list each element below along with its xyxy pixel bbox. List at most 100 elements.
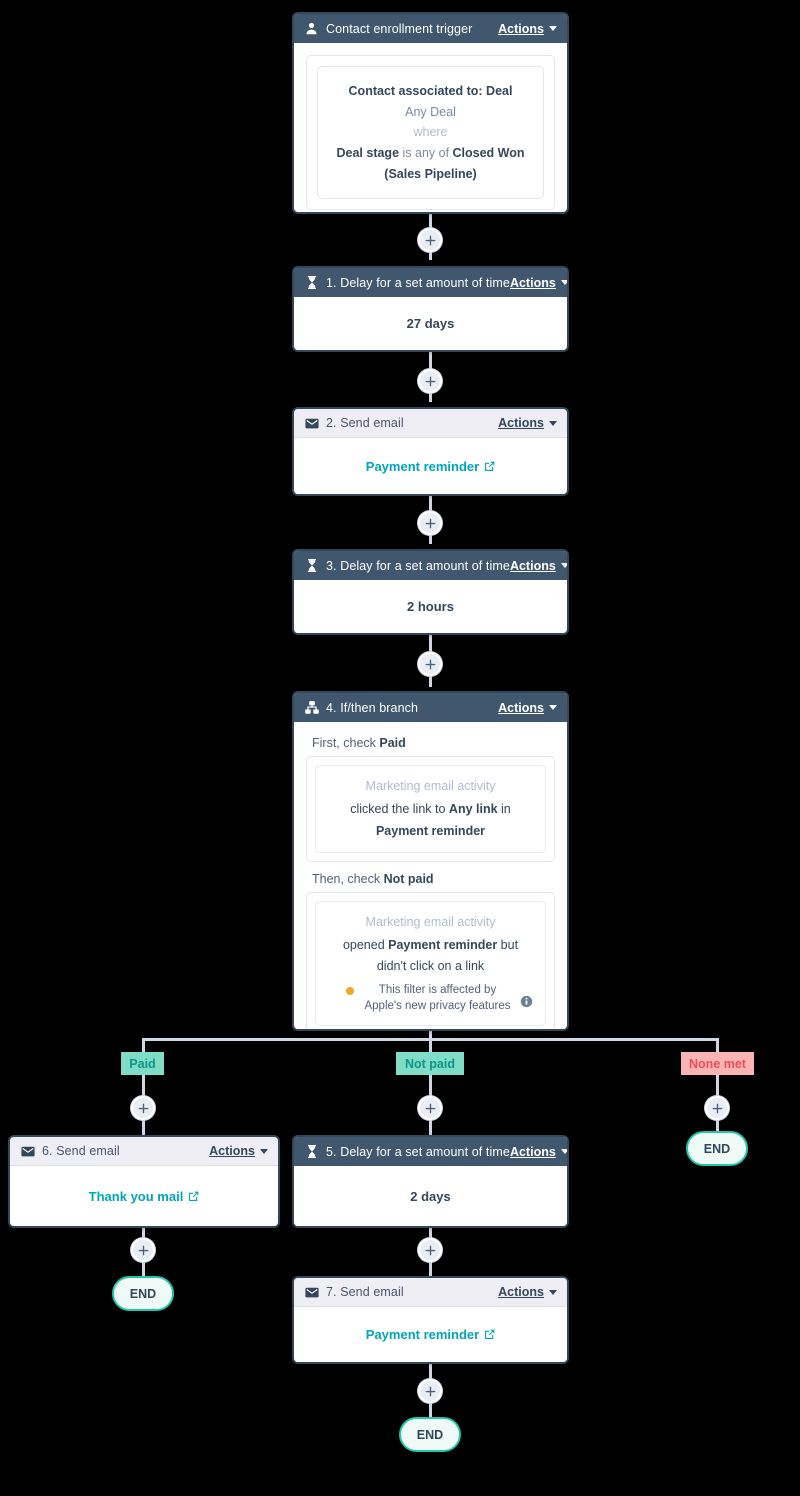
step-5-value: 2 days: [410, 1188, 451, 1204]
step-4-header: 4. If/then branch Actions: [294, 693, 567, 722]
end-label: END: [129, 1286, 157, 1301]
chevron-down-icon: [260, 1148, 268, 1154]
step-card-branch-4[interactable]: 4. If/then branch Actions First, check P…: [292, 691, 569, 1031]
branch-filter-notpaid[interactable]: Marketing email activity opened Payment …: [315, 900, 546, 1026]
trigger-actions-menu[interactable]: Actions: [498, 22, 557, 36]
end-node-paid[interactable]: END: [112, 1276, 174, 1311]
step-card-delay-3[interactable]: 3. Delay for a set amount of time Action…: [292, 549, 569, 635]
add-step-button-after-email-7[interactable]: [418, 1379, 442, 1403]
add-step-button-1[interactable]: [418, 228, 442, 252]
plus-icon: [425, 1386, 435, 1396]
step-3-title: 3. Delay for a set amount of time: [326, 558, 510, 573]
step-card-email-6[interactable]: 6. Send email Actions Thank you mail: [8, 1135, 280, 1228]
step-6-body: Thank you mail: [10, 1166, 278, 1226]
actions-label: Actions: [509, 1144, 556, 1159]
plus-icon: [425, 376, 435, 386]
branch-filter-paid-bold2: Payment reminder: [375, 823, 486, 838]
step-1-title: 1. Delay for a set amount of time: [326, 275, 510, 290]
connector-branch4-down: [429, 1030, 432, 1040]
step-7-actions-menu[interactable]: Actions: [498, 1285, 557, 1299]
step-card-delay-5[interactable]: 5. Delay for a set amount of time Action…: [292, 1135, 569, 1228]
chevron-down-icon: [560, 563, 567, 568]
chevron-down-icon: [560, 1149, 567, 1154]
envelope-icon: [304, 1285, 319, 1300]
step-6-email-name: Thank you mail: [88, 1188, 184, 1204]
step-2-body: Payment reminder: [294, 438, 567, 494]
plus-icon: [425, 235, 435, 245]
external-link-icon: [485, 461, 495, 471]
branch-then-check-label: Then, check Not paid: [312, 872, 555, 886]
branch-chip-not-paid[interactable]: Not paid: [396, 1052, 464, 1075]
step-6-actions-menu[interactable]: Actions: [209, 1144, 268, 1158]
step-7-title: 7. Send email: [326, 1285, 404, 1299]
trigger-card[interactable]: Contact enrollment trigger Actions Conta…: [292, 12, 569, 214]
add-step-button-paid[interactable]: [131, 1096, 155, 1120]
branch-chip-paid[interactable]: Paid: [121, 1052, 164, 1075]
step-2-actions-menu[interactable]: Actions: [498, 416, 557, 430]
trigger-filter-line5: (Sales Pipeline): [384, 166, 477, 181]
chevron-down-icon: [549, 1289, 557, 1295]
branch-filter-paid-outer: Marketing email activity clicked the lin…: [306, 756, 555, 862]
step-5-body: 2 days: [294, 1166, 567, 1226]
then-check-name: Not paid: [383, 871, 434, 886]
step-6-header: 6. Send email Actions: [10, 1137, 278, 1166]
branch-icon: [304, 700, 319, 715]
step-3-body: 2 hours: [294, 580, 567, 633]
add-step-button-after-email-6[interactable]: [131, 1238, 155, 1262]
first-check-name: Paid: [379, 736, 406, 750]
branch-filter-notpaid-pre: opened: [342, 938, 389, 952]
actions-label: Actions: [509, 275, 556, 290]
actions-label: Actions: [498, 1285, 544, 1299]
trigger-filter-line4: Deal stage is any of Closed Won: [330, 143, 531, 164]
step-5-actions-menu[interactable]: Actions: [509, 1144, 567, 1159]
branch-filter-paid-bold1: Any link: [448, 802, 498, 817]
envelope-icon: [20, 1144, 35, 1159]
step-4-body: First, check Paid Marketing email activi…: [294, 722, 567, 1029]
add-step-button-2[interactable]: [418, 369, 442, 393]
trigger-filter-value: Closed Won: [452, 145, 525, 160]
end-node-none-met[interactable]: END: [686, 1131, 748, 1166]
hourglass-icon: [304, 275, 319, 290]
chevron-down-icon: [549, 26, 557, 31]
branch-filter-paid[interactable]: Marketing email activity clicked the lin…: [315, 765, 546, 853]
plus-icon: [138, 1245, 148, 1255]
step-2-title: 2. Send email: [326, 416, 404, 430]
end-label: END: [416, 1427, 444, 1442]
branch-filter-notpaid-outer: Marketing email activity opened Payment …: [306, 891, 555, 1029]
step-3-actions-menu[interactable]: Actions: [510, 559, 567, 573]
add-step-button-none-met[interactable]: [705, 1096, 729, 1120]
step-1-actions-menu[interactable]: Actions: [509, 275, 567, 290]
add-step-button-after-delay-5[interactable]: [418, 1238, 442, 1262]
then-check-prefix: Then, check: [312, 871, 384, 886]
branch-first-check-label: First, check Paid: [312, 736, 555, 750]
branch-chip-none-met[interactable]: None met: [681, 1052, 754, 1075]
apple-privacy-warning-text: This filter is affected by Apple's new p…: [364, 983, 511, 1013]
step-6-email-link[interactable]: Thank you mail: [89, 1189, 200, 1204]
connector-branch-notpaid-stem: [429, 1038, 432, 1138]
step-2-email-link[interactable]: Payment reminder: [366, 459, 495, 474]
add-step-button-3[interactable]: [418, 511, 442, 535]
hourglass-icon: [304, 558, 319, 573]
trigger-title: Contact enrollment trigger: [326, 21, 473, 36]
end-node-not-paid[interactable]: END: [399, 1417, 461, 1452]
step-card-email-2[interactable]: 2. Send email Actions Payment reminder: [292, 407, 569, 496]
branch-chip-not-paid-label: Not paid: [405, 1056, 455, 1071]
step-card-email-7[interactable]: 7. Send email Actions Payment reminder: [292, 1276, 569, 1364]
apple-privacy-warning: This filter is affected by Apple's new p…: [330, 982, 533, 1015]
step-7-email-link[interactable]: Payment reminder: [366, 1327, 495, 1342]
step-1-header: 1. Delay for a set amount of time Action…: [294, 268, 567, 297]
trigger-filter-outer: Contact associated to: Deal Any Deal whe…: [306, 55, 555, 211]
step-1-body: 27 days: [294, 297, 567, 350]
branch-chip-paid-label: Paid: [129, 1056, 156, 1071]
add-step-button-not-paid[interactable]: [418, 1096, 442, 1120]
info-icon[interactable]: [520, 994, 533, 1015]
step-card-delay-1[interactable]: 1. Delay for a set amount of time Action…: [292, 266, 569, 352]
actions-label: Actions: [498, 416, 544, 430]
trigger-filter-inner[interactable]: Contact associated to: Deal Any Deal whe…: [317, 66, 544, 200]
branch-filter-paid-pre: clicked the link to: [350, 802, 449, 817]
branch-filter-notpaid-post: but didn't click on a link: [376, 938, 519, 974]
connector-branch-paid-stem: [142, 1038, 145, 1138]
add-step-button-4[interactable]: [418, 652, 442, 676]
step-4-actions-menu[interactable]: Actions: [498, 701, 557, 715]
